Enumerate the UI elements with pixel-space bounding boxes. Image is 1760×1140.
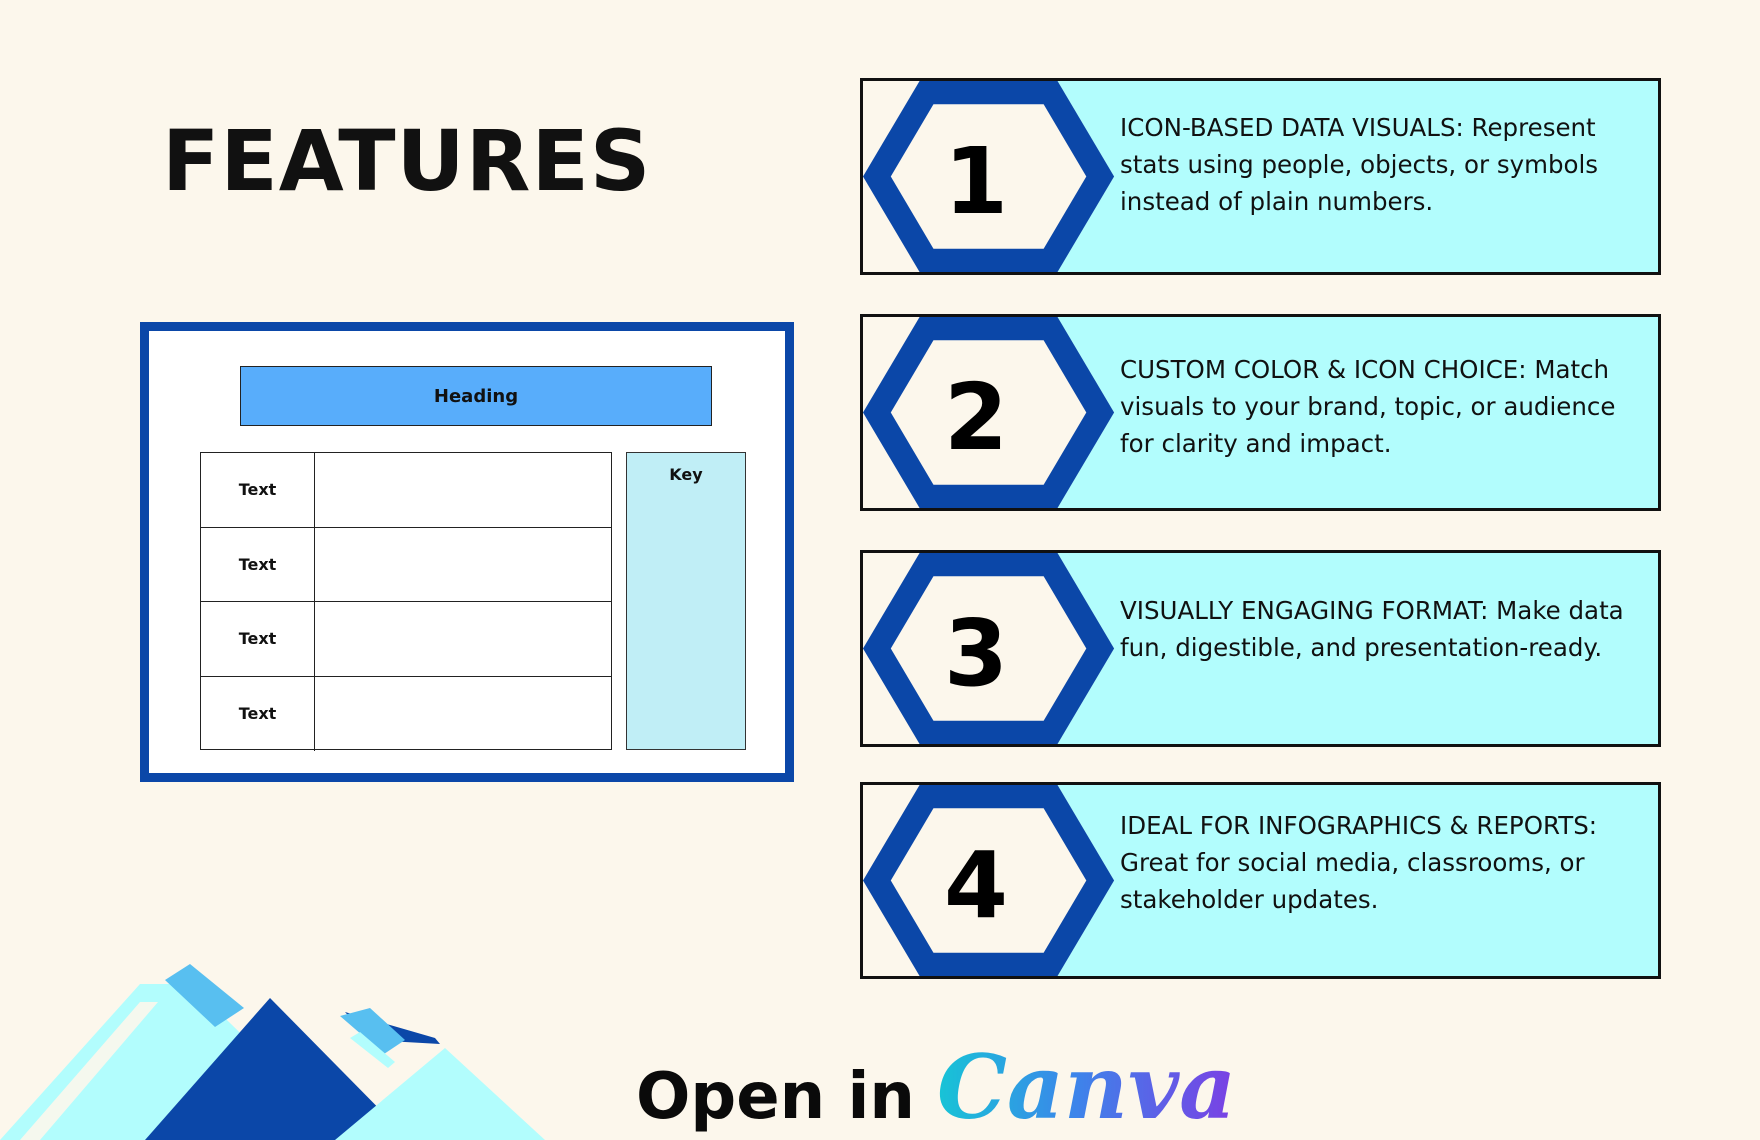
feature-number: 4: [943, 832, 1008, 939]
feature-number: 2: [943, 364, 1008, 471]
page-title: FEATURES: [162, 112, 652, 210]
feature-number: 3: [943, 600, 1008, 707]
table-row: Text: [201, 453, 611, 528]
template-preview[interactable]: Heading Text Text Text Text Key: [140, 322, 794, 782]
row-label: Text: [201, 453, 315, 527]
feature-description: CUSTOM COLOR & ICON CHOICE: Match visual…: [1120, 355, 1616, 458]
preview-heading: Heading: [240, 366, 712, 426]
row-label: Text: [201, 527, 315, 601]
feature-card-3: 3 VISUALLY ENGAGING FORMAT: Make data fu…: [860, 550, 1661, 747]
cta-prefix: Open in: [636, 1060, 915, 1134]
key-label: Key: [669, 465, 703, 484]
feature-card-4: 4 IDEAL FOR INFOGRAPHICS & REPORTS: Grea…: [860, 782, 1661, 979]
feature-description: IDEAL FOR INFOGRAPHICS & REPORTS: Great …: [1120, 811, 1597, 914]
row-label: Text: [201, 602, 315, 676]
hexagon-frame-icon: [863, 785, 1658, 976]
feature-number: 1: [943, 128, 1008, 235]
canva-logo: Canva: [936, 1035, 1237, 1139]
table-row: Text: [201, 527, 611, 602]
row-label: Text: [201, 676, 315, 751]
feature-card-2: 2 CUSTOM COLOR & ICON CHOICE: Match visu…: [860, 314, 1661, 511]
preview-key: Key: [626, 452, 746, 750]
feature-card-1: 1 ICON-BASED DATA VISUALS: Represent sta…: [860, 78, 1661, 275]
table-row: Text: [201, 602, 611, 677]
table-row: Text: [201, 676, 611, 751]
feature-description: ICON-BASED DATA VISUALS: Represent stats…: [1120, 113, 1599, 216]
feature-description: VISUALLY ENGAGING FORMAT: Make data fun,…: [1120, 596, 1624, 662]
hexagon-frame-icon: [863, 317, 1658, 508]
open-in-canva-link[interactable]: Open in Canva: [636, 1035, 1236, 1139]
hexagon-frame-icon: [863, 81, 1658, 272]
preview-table: Text Text Text Text: [200, 452, 612, 751]
hexagon-frame-icon: [863, 553, 1658, 744]
mountains-decoration-icon: [0, 964, 545, 1140]
